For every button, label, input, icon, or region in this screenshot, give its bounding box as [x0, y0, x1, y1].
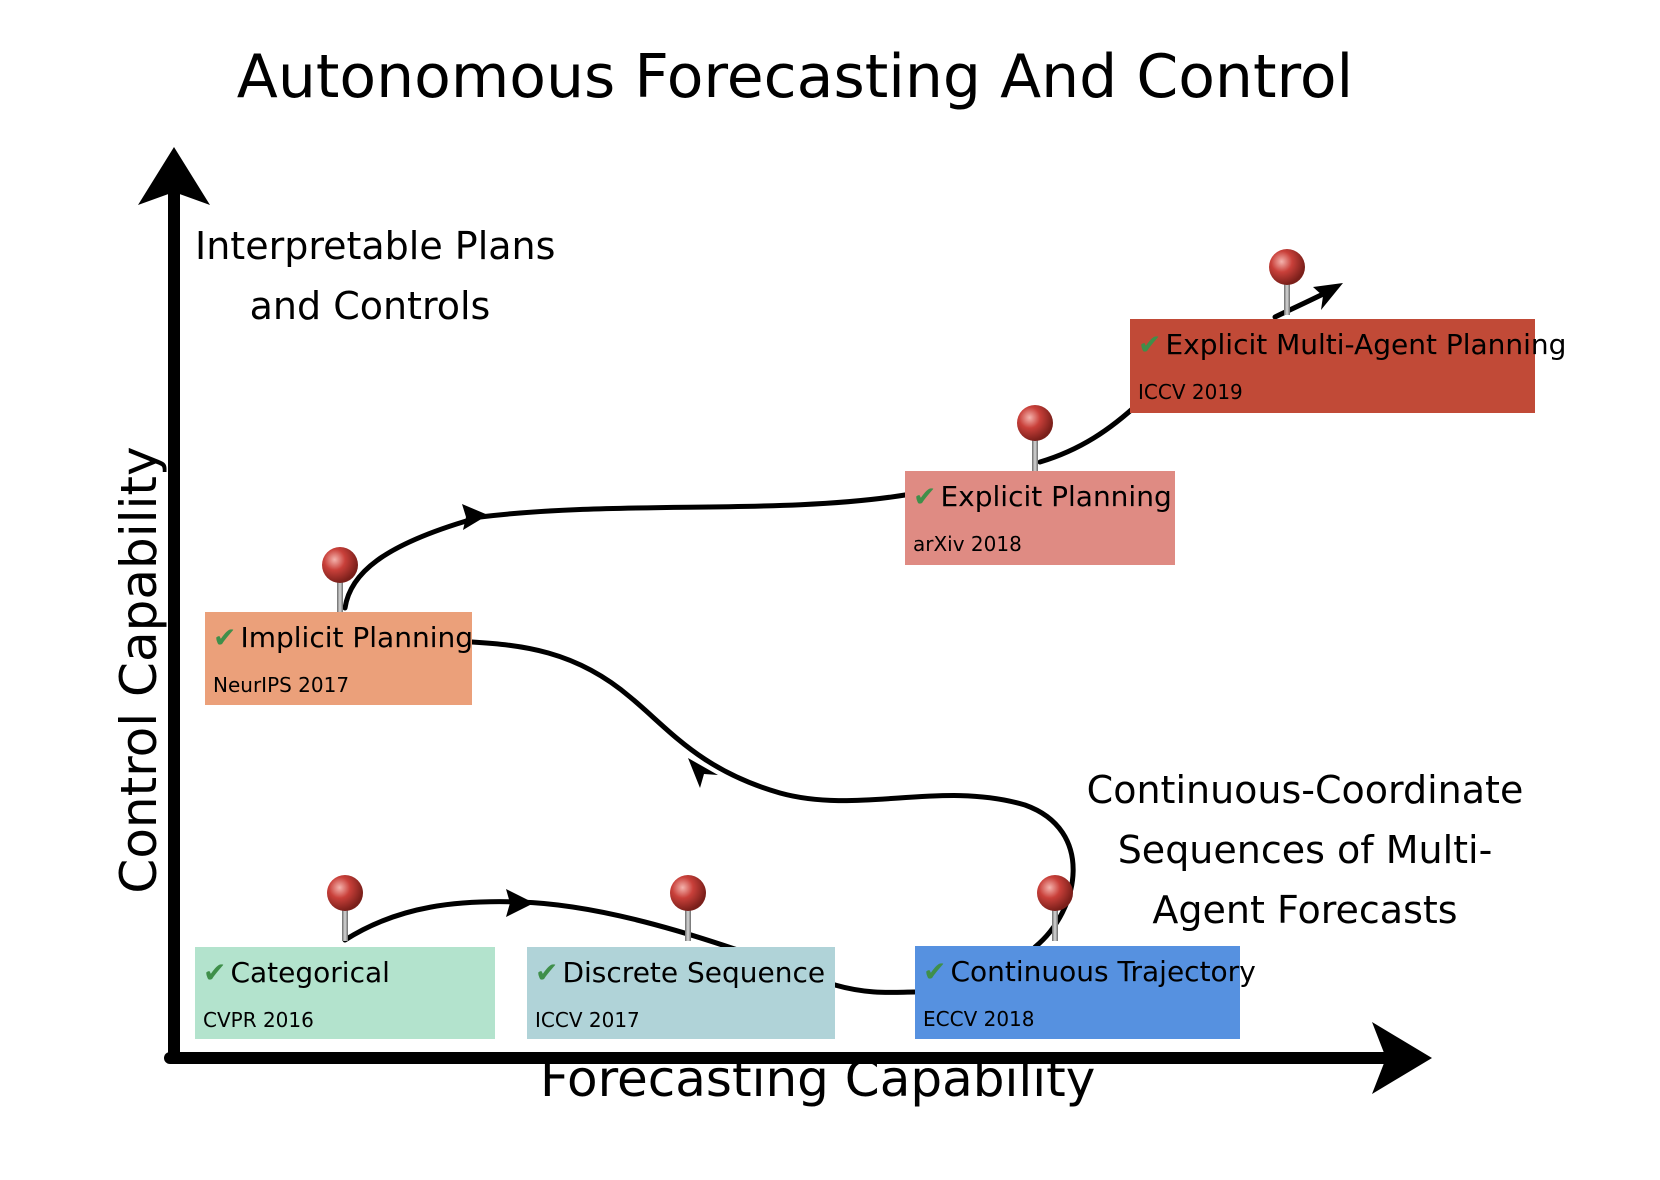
path-arrowheads — [462, 283, 1343, 917]
node-title: Explicit Multi-Agent Planning — [1165, 328, 1567, 361]
check-icon: ✔ — [1138, 328, 1162, 361]
check-icon: ✔ — [923, 955, 947, 988]
node-discrete-sequence: ✔Discrete Sequence ICCV 2017 — [527, 947, 835, 1039]
node-categorical: ✔Categorical CVPR 2016 — [195, 947, 495, 1039]
annotation-line: Continuous-Coordinate — [1086, 768, 1524, 812]
node-venue: NeurIPS 2017 — [213, 673, 350, 697]
node-title: Continuous Trajectory — [950, 955, 1256, 988]
pushpin-icon — [322, 547, 358, 613]
node-venue: ECCV 2018 — [923, 1007, 1035, 1031]
diagram-title: Autonomous Forecasting And Control — [236, 42, 1354, 112]
node-venue: CVPR 2016 — [203, 1008, 314, 1032]
pushpin-icon — [1017, 405, 1053, 471]
path-continuous-loop — [469, 639, 1076, 950]
x-axis-label: Forecasting Capability — [540, 1050, 1096, 1108]
y-axis-label: Control Capability — [110, 446, 168, 894]
node-implicit-planning: ✔Implicit Planning NeurIPS 2017 — [205, 612, 473, 705]
annotation-line: Sequences of Multi- — [1117, 828, 1493, 872]
node-title: Explicit Planning — [940, 480, 1172, 513]
x-axis-arrowhead — [1372, 1022, 1432, 1094]
arrowhead-2 — [688, 758, 718, 788]
annotation-continuous-coordinate: Continuous-Coordinate Sequences of Multi… — [1085, 760, 1525, 940]
pushpin-icon — [327, 875, 363, 941]
pushpin-icon — [1269, 249, 1305, 315]
path-categorical-to-discrete — [342, 899, 523, 943]
check-icon: ✔ — [913, 480, 937, 513]
node-venue: arXiv 2018 — [913, 532, 1022, 556]
path-explicit-to-multiagent — [1037, 399, 1143, 465]
node-title: Discrete Sequence — [562, 956, 826, 989]
pins — [322, 249, 1305, 941]
annotation-line: Interpretable Plans — [195, 224, 556, 268]
node-title: Categorical — [230, 956, 390, 989]
node-venue: ICCV 2019 — [1138, 380, 1243, 404]
node-explicit-planning: ✔Explicit Planning arXiv 2018 — [905, 471, 1175, 565]
node-title: Implicit Planning — [240, 621, 473, 654]
axes — [138, 147, 1432, 1094]
annotation-interpretable-plans: Interpretable Plans and Controls — [195, 216, 556, 336]
path-implicit-to-explicit — [342, 492, 908, 611]
pushpin-icon — [670, 875, 706, 941]
pushpin-icon — [1037, 875, 1073, 941]
check-icon: ✔ — [213, 621, 237, 654]
node-venue: ICCV 2017 — [535, 1008, 640, 1032]
node-explicit-multi-agent-planning: ✔Explicit Multi-Agent Planning ICCV 2019 — [1130, 319, 1566, 413]
check-icon: ✔ — [203, 956, 227, 989]
annotation-line: Agent Forecasts — [1152, 888, 1458, 932]
annotation-line: and Controls — [249, 284, 491, 328]
arrowhead-1 — [506, 889, 534, 917]
node-continuous-trajectory: ✔Continuous Trajectory ECCV 2018 — [915, 946, 1256, 1039]
y-axis-arrowhead — [138, 147, 210, 205]
arrowhead-4 — [1313, 283, 1343, 310]
check-icon: ✔ — [535, 956, 559, 989]
arrowhead-3 — [462, 504, 488, 530]
